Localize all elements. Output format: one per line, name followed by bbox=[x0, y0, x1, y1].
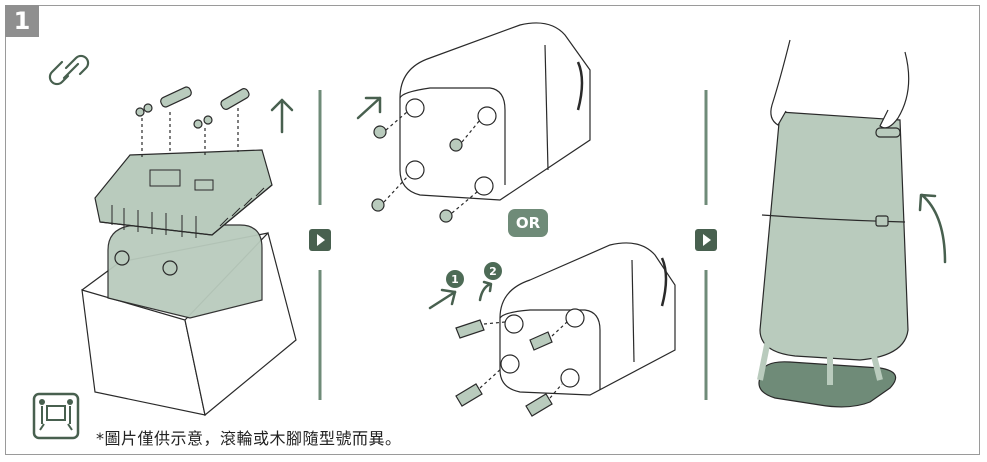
order-number-2: 2 bbox=[484, 262, 502, 280]
insert-arrow-icon bbox=[356, 96, 382, 120]
standing-unit-scene bbox=[757, 39, 910, 408]
disclaimer-note: *圖片僅供示意，滾輪或木腳隨型號而異。 bbox=[96, 429, 402, 448]
next-arrow-icon bbox=[309, 229, 331, 251]
divider bbox=[318, 90, 708, 400]
wheel-option-scene bbox=[371, 22, 591, 223]
packed-unit-scene bbox=[81, 86, 297, 417]
rotate-arrow-icon bbox=[918, 193, 947, 264]
leg-option-scene bbox=[455, 242, 676, 417]
order-number-1: 1 bbox=[446, 270, 464, 288]
or-badge: OR bbox=[508, 209, 548, 237]
lift-box-icon bbox=[32, 392, 80, 440]
up-arrow-icon bbox=[270, 98, 294, 134]
link-icon bbox=[48, 54, 90, 86]
step-arrows-icon bbox=[428, 280, 493, 310]
step-number-badge: 1 bbox=[5, 5, 39, 37]
next-arrow-icon bbox=[695, 229, 717, 251]
